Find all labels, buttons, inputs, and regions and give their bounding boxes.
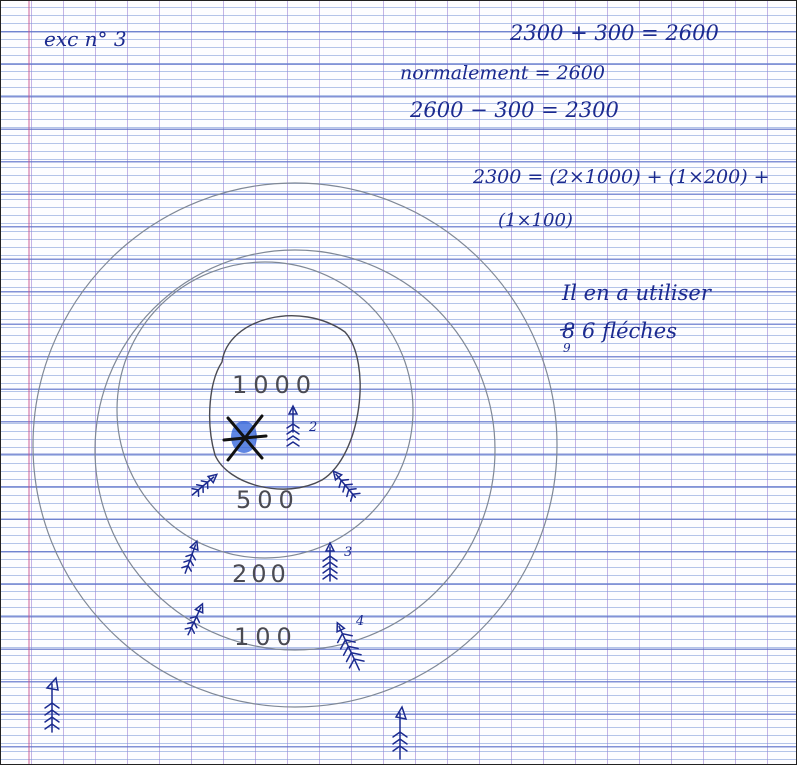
- arrow-icon: [45, 678, 59, 732]
- zone-1000-label: 1000: [232, 371, 317, 399]
- exercise-label: exc n° 3: [44, 27, 127, 51]
- zone-500-label: 500: [236, 486, 300, 514]
- count-1000: 2: [308, 420, 317, 435]
- calc-line-1: 2300 + 300 = 2600: [509, 21, 719, 45]
- calc-line-4: 2300 = (2×1000) + (1×200) +: [472, 166, 770, 188]
- arrow-icon: [189, 471, 220, 499]
- calc-line-2: normalement = 2600: [400, 62, 605, 84]
- arrow-icon: [287, 406, 299, 446]
- arrow-icon: [323, 543, 337, 581]
- arrow-icon: [329, 467, 360, 501]
- calc-line-5: (1×100): [498, 210, 573, 231]
- answer-superscript: 9: [563, 341, 571, 355]
- answer-line-2: 8 6 fléches: [562, 319, 677, 343]
- calc-line-3: 2600 − 300 = 2300: [409, 98, 619, 122]
- arrow-icon: [181, 539, 202, 574]
- arrow-icon: [184, 602, 207, 637]
- ring-third: [95, 250, 495, 650]
- answer-line-1: Il en a utiliser: [561, 281, 713, 305]
- count-200: 3: [344, 545, 352, 560]
- center-hit-mark: [224, 416, 266, 460]
- arrow-icon: [393, 707, 407, 759]
- arrow-icons: [45, 406, 407, 759]
- count-100: 4: [355, 614, 364, 629]
- zone-100-label: 100: [234, 623, 298, 651]
- zone-200-label: 200: [232, 560, 290, 588]
- ring-center: [210, 316, 360, 489]
